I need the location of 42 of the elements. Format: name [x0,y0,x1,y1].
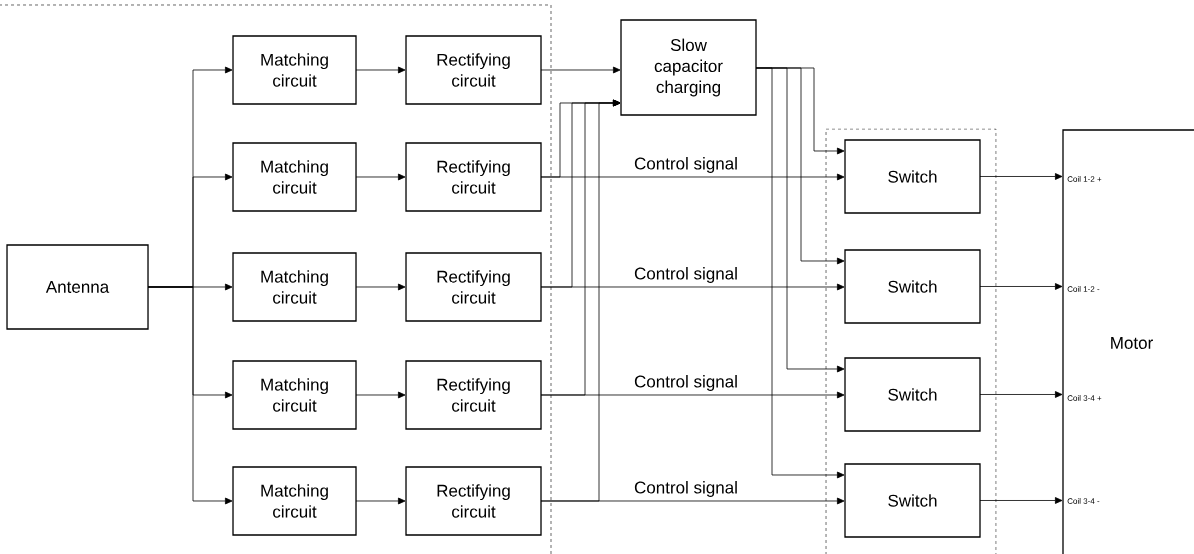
matching-box: Matching circuit [232,466,357,536]
group-frame [0,4,552,554]
arrow [540,283,845,291]
rectifier-box: Rectifying circuit [405,360,542,430]
arrow [979,391,1063,398]
switch-box: Switch [844,139,981,214]
matching-box: Matching circuit [232,35,357,105]
pin-label: Coil 3-4 - [1067,498,1100,504]
edge-label: Control signal [633,156,739,174]
charging-box: Slow capacitor charging [620,19,757,116]
pin-label: Coil 1-2 + [1067,176,1102,182]
arrow [147,286,233,505]
arrow [355,66,406,74]
switch-box: Switch [844,357,981,432]
arrow [540,391,845,399]
arrow [755,67,845,479]
arrow [355,283,406,291]
edge-label: Control signal [633,266,739,284]
matching-box: Matching circuit [232,252,357,322]
edge-label: Control signal [633,374,739,392]
arrow [355,173,406,181]
matching-box: Matching circuit [232,142,357,212]
pin-label: Coil 3-4 + [1067,395,1102,401]
arrow [355,497,406,505]
arrow [540,173,845,181]
rectifier-box: Rectifying circuit [405,466,542,536]
switch-box: Switch [844,249,981,324]
matching-box: Matching circuit [232,360,357,430]
arrow [355,391,406,399]
antenna-box: Antenna [6,244,149,330]
arrow [979,497,1063,504]
pin-label: Coil 1-2 - [1067,286,1100,292]
group-frame [825,128,997,554]
rectifier-box: Rectifying circuit [405,252,542,322]
arrow [979,283,1063,290]
rectifier-box: Rectifying circuit [405,35,542,105]
arrow [540,497,845,505]
switch-box: Switch [844,463,981,538]
arrow [540,66,621,74]
edge-label: Control signal [633,480,739,498]
arrow [979,173,1063,180]
rectifier-box: Rectifying circuit [405,142,542,212]
